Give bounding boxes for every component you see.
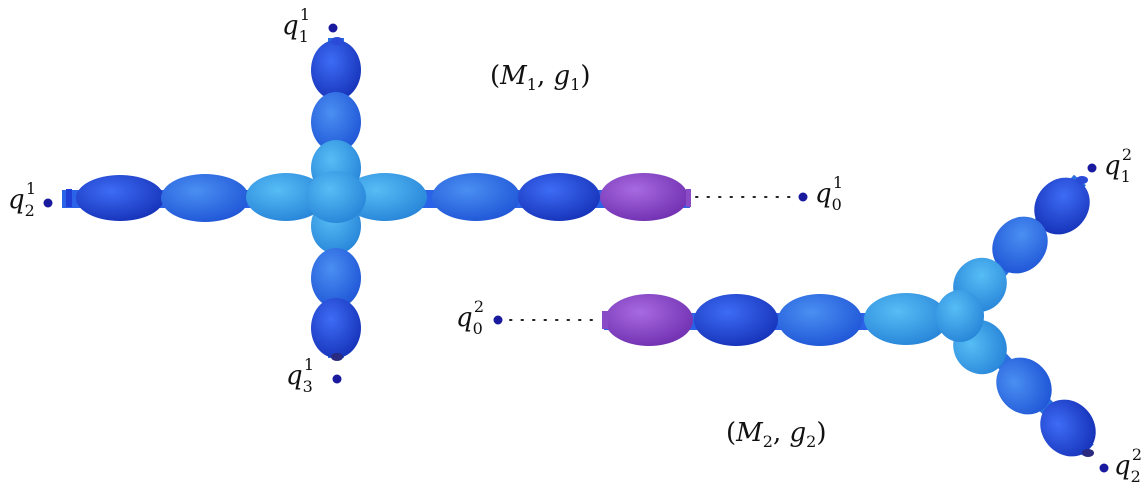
m1-bead	[311, 298, 361, 358]
m1-tip	[331, 353, 343, 361]
m1-bead	[343, 173, 427, 221]
m1-bead	[76, 175, 164, 221]
m1-cap	[66, 189, 72, 207]
m2-tip	[1082, 449, 1094, 457]
m1-bead	[311, 248, 361, 308]
point-q2-1	[43, 198, 53, 208]
m2-bead	[1034, 177, 1090, 235]
m1-bead	[432, 173, 520, 221]
m1-bead	[161, 174, 249, 222]
point-q2-2	[1099, 463, 1109, 473]
label-q1-2: q12	[1104, 145, 1132, 186]
label-q3-1: q31	[286, 355, 314, 396]
m1-bead	[311, 92, 361, 152]
m1-bead	[518, 173, 600, 221]
m2-bead	[996, 357, 1052, 415]
label-q0-2: q02	[456, 297, 484, 338]
m2-bead-end	[605, 294, 693, 346]
m1-bead	[311, 40, 361, 100]
label-m2: (M2, g2)	[726, 418, 827, 451]
point-q3-1	[332, 374, 342, 384]
m1-bead-end	[600, 173, 688, 221]
m2-junction	[936, 290, 984, 342]
m1-bead	[246, 173, 326, 221]
m2-bead	[992, 216, 1048, 274]
manifold-m1	[62, 37, 691, 361]
label-q0-1: q01	[815, 173, 843, 214]
m1-tip	[331, 37, 343, 45]
point-q1-2	[1087, 163, 1097, 173]
m2-points	[493, 163, 1109, 473]
m1-junction	[306, 171, 366, 223]
m2-bead	[778, 294, 862, 346]
label-m1: (M1, g1)	[490, 61, 591, 94]
point-q0-2	[493, 315, 503, 325]
m2-bead	[1040, 399, 1096, 457]
m2-cap	[602, 311, 608, 329]
label-q2-2: q22	[1114, 445, 1142, 483]
manifold-m2	[602, 174, 1096, 457]
m1-cap	[686, 189, 691, 207]
m2-bead	[694, 294, 778, 346]
point-q0-1	[798, 192, 808, 202]
m2-tip	[1076, 176, 1088, 184]
m1-points	[43, 23, 808, 384]
label-q1-1: q11	[282, 5, 310, 46]
label-q2-1: q21	[8, 179, 36, 220]
point-q1-1	[328, 23, 338, 33]
m2-bead	[864, 293, 948, 345]
